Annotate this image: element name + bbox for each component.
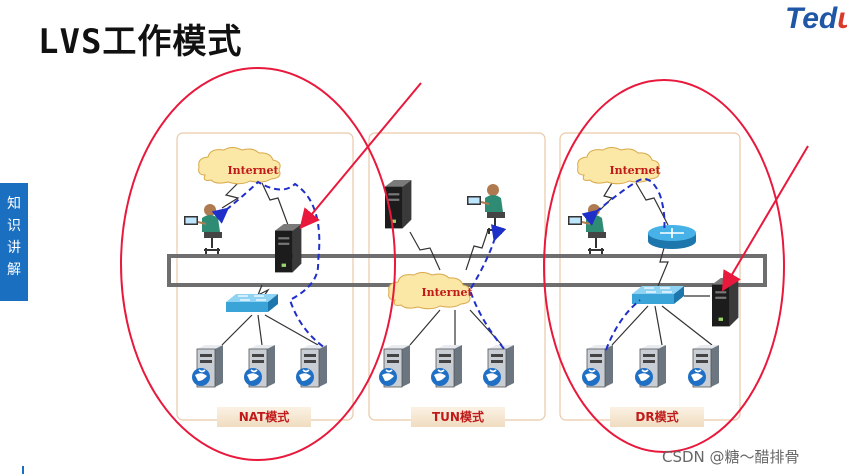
web-server-icon bbox=[687, 344, 720, 388]
watermark: CSDN @糖～醋排骨 bbox=[662, 448, 800, 466]
client-user-icon bbox=[466, 183, 506, 235]
caption-dr: DR模式 bbox=[610, 407, 704, 427]
nat-request-path bbox=[211, 180, 326, 349]
sidebar-char: 解 bbox=[7, 262, 21, 278]
dr-return-path bbox=[605, 299, 641, 351]
web-server-icon bbox=[581, 344, 614, 388]
lightning-link bbox=[599, 182, 713, 346]
nat-topology bbox=[183, 147, 328, 388]
nat-highlight-ellipse bbox=[120, 67, 396, 461]
internet-label: Internet bbox=[421, 286, 473, 299]
sidebar-char: 识 bbox=[7, 218, 21, 234]
web-server-icon bbox=[482, 344, 515, 388]
dr-return-path bbox=[581, 178, 666, 233]
client-user-icon bbox=[183, 203, 223, 255]
sidebar-edge-mark bbox=[22, 466, 24, 474]
web-server-icon bbox=[634, 344, 667, 388]
web-server-icon bbox=[430, 344, 463, 388]
director-server-icon bbox=[275, 224, 302, 273]
director-pointer-arrow bbox=[721, 145, 809, 292]
client-user-icon bbox=[567, 203, 607, 255]
sidebar-char: 讲 bbox=[7, 240, 21, 256]
router-icon bbox=[647, 224, 697, 250]
internet-label: Internet bbox=[609, 164, 661, 177]
lightning-link bbox=[221, 182, 319, 346]
web-server-icon bbox=[191, 344, 224, 388]
caption-tun: TUN模式 bbox=[411, 407, 505, 427]
dr-topology bbox=[567, 147, 739, 388]
tun-response-path bbox=[468, 224, 507, 351]
tun-topology bbox=[378, 180, 515, 388]
sidebar-tab[interactable]: 知 识 讲 解 bbox=[0, 183, 28, 301]
switch-icon bbox=[225, 293, 279, 313]
dr-highlight-ellipse bbox=[543, 79, 785, 453]
web-server-icon bbox=[378, 344, 411, 388]
page-title: LVS工作模式 bbox=[38, 22, 243, 62]
web-server-icon bbox=[295, 344, 328, 388]
caption-nat: NAT模式 bbox=[217, 407, 311, 427]
internet-label: Internet bbox=[227, 164, 279, 177]
director-band bbox=[167, 254, 767, 287]
lightning-link bbox=[409, 229, 503, 346]
director-pointer-arrow bbox=[299, 82, 422, 230]
sidebar-char: 知 bbox=[7, 196, 21, 212]
web-server-icon bbox=[243, 344, 276, 388]
brand-logo: Tedu bbox=[785, 2, 847, 35]
